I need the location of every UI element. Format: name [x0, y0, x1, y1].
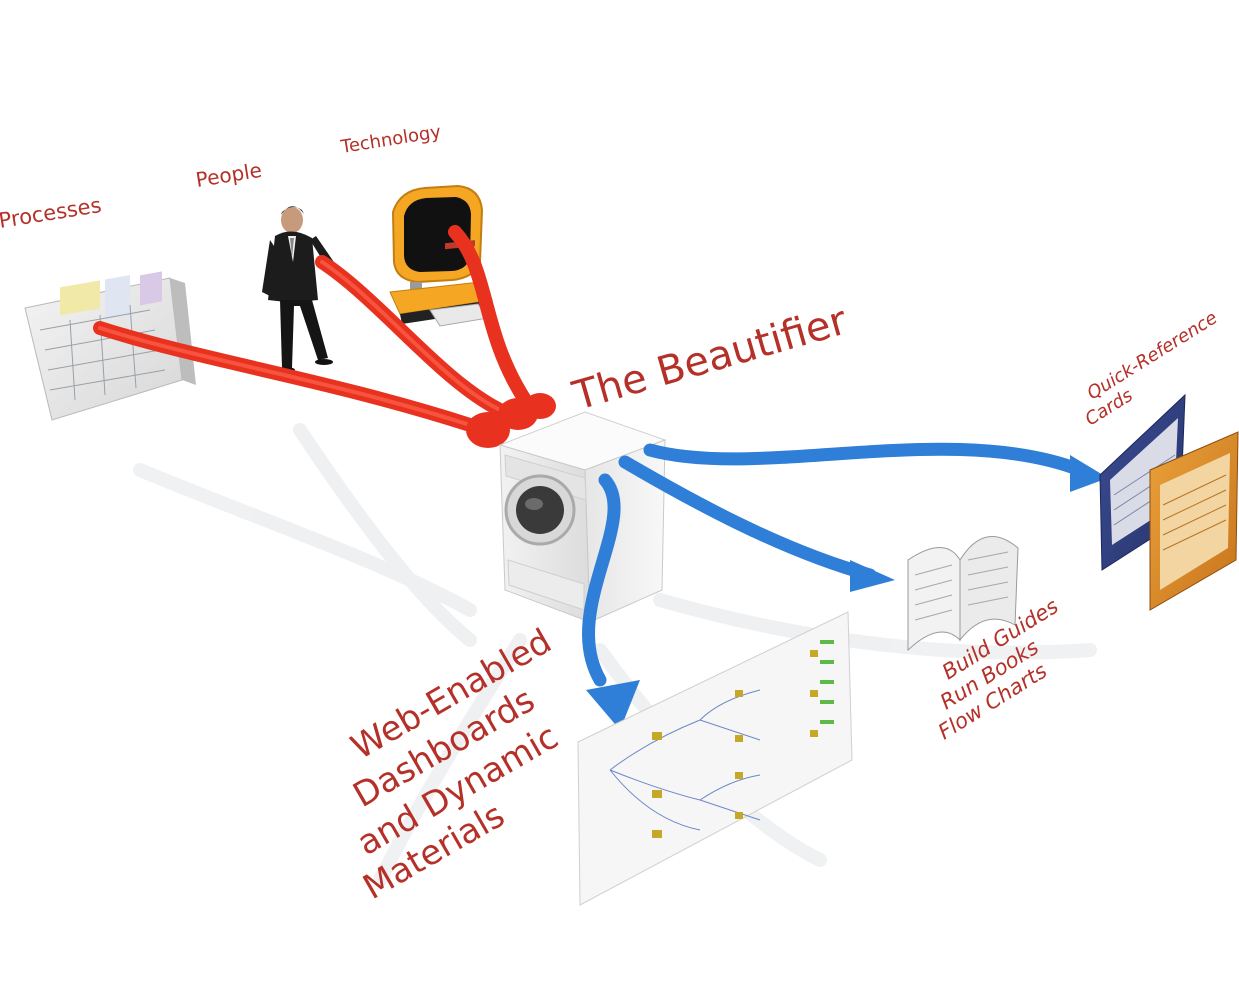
output-tubes [582, 442, 1087, 687]
reference-cards [1099, 393, 1239, 611]
output-arrowheads [586, 455, 1108, 730]
web-dashboard-panel [577, 611, 853, 906]
open-book [907, 536, 1019, 652]
label-beautifier: The Beautifier [567, 297, 852, 419]
washing-machine [498, 411, 667, 623]
businessman-figure [262, 206, 338, 373]
label-processes: Processes [0, 193, 103, 233]
label-quick-reference-line1: Quick-Reference [1084, 307, 1222, 404]
label-technology: Technology [339, 121, 443, 158]
input-tubes [93, 225, 556, 448]
process-diagram-board [24, 271, 196, 421]
label-people: People [194, 158, 263, 192]
